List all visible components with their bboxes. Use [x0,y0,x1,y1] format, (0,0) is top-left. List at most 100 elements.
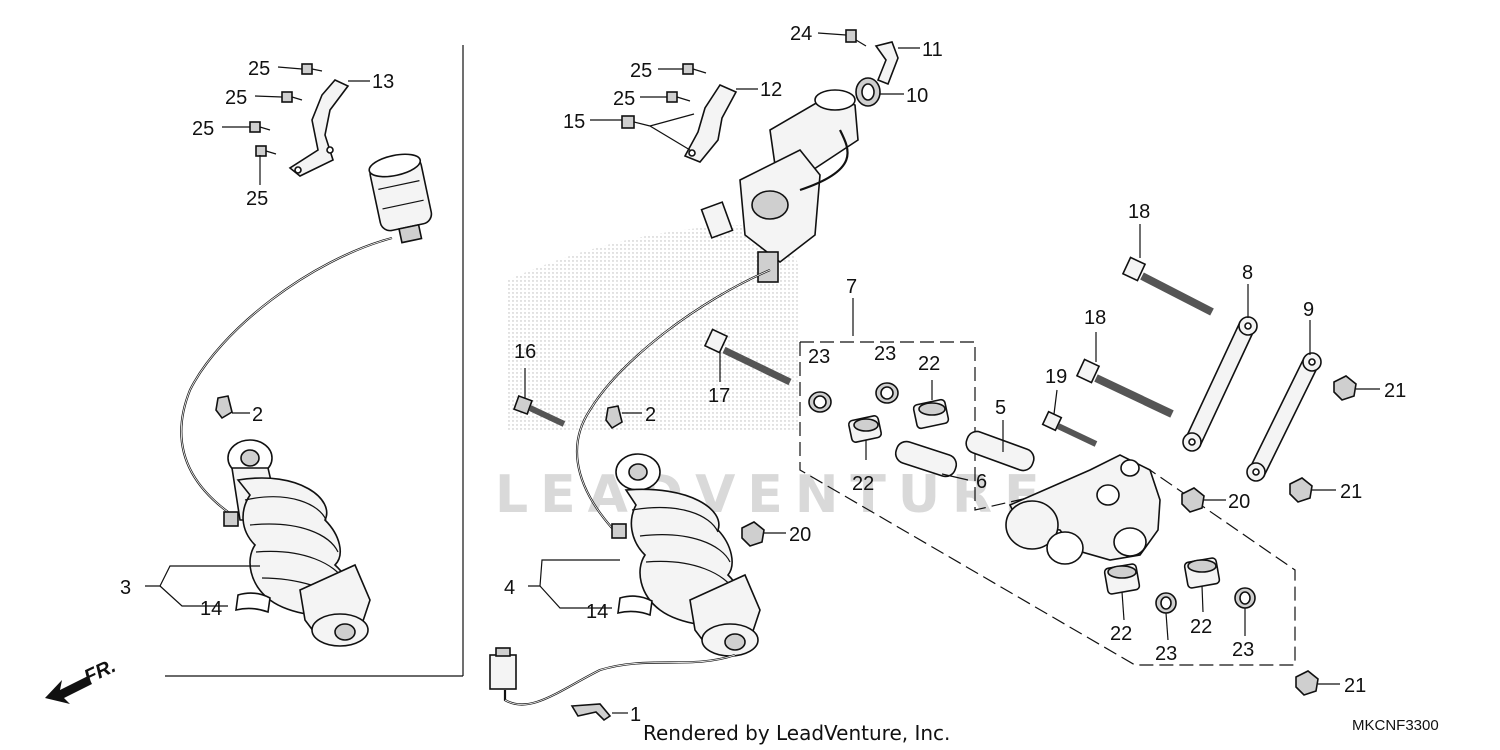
pipe-6 [894,440,958,478]
callout-11: 11 [922,39,943,61]
callout-21: 21 [1340,481,1362,503]
right-reservoir [700,89,859,283]
callout-13: 13 [372,71,394,93]
bolt-24 [845,29,867,47]
callout-25: 25 [630,60,652,82]
sensor-wire [503,653,736,706]
bearing-22 [847,415,883,443]
bolt-25 [301,63,323,75]
collar-23 [808,391,832,413]
nut-21 [1333,375,1357,401]
collar-23 [1155,592,1177,614]
bolt-17 [703,328,792,386]
callout-18: 18 [1128,201,1150,223]
callout-2: 2 [252,404,263,426]
callout-22: 22 [852,473,874,495]
callout-16: 16 [514,341,536,363]
label-sticker-14 [235,592,271,614]
leader-lines [145,32,1380,714]
connector [489,647,517,690]
pipe-5 [965,430,1035,472]
collar-23 [875,382,899,404]
callout-25: 25 [192,118,214,140]
ring-10 [855,77,881,107]
callout-2: 2 [645,404,656,426]
nut-21 [1295,670,1319,696]
callout-17: 17 [708,385,730,407]
nut-21 [1289,477,1313,503]
label-sticker-14 [617,595,653,617]
callout-24: 24 [790,23,812,45]
callout-23: 23 [1155,643,1177,665]
callout-21: 21 [1384,380,1406,402]
bracket-13 [288,79,350,177]
clip-2 [215,395,233,420]
callout-8: 8 [1242,262,1253,284]
callout-15: 15 [563,111,585,133]
bolt-18 [1121,256,1214,316]
nut-20 [741,521,765,547]
callout-14: 14 [586,601,608,623]
diagram-code: MKCNF3300 [1352,717,1439,734]
callout-6: 6 [976,471,987,493]
left-reservoir [368,153,433,244]
callout-25: 25 [613,88,635,110]
callout-22: 22 [1110,623,1132,645]
callout-9: 9 [1303,299,1314,321]
left-hose [180,236,393,513]
bearing-22 [1183,557,1221,589]
left-shock-body [223,439,371,647]
bolt-16 [513,395,566,427]
rod-9 [1246,352,1322,482]
collar-23 [1234,587,1256,609]
callout-23: 23 [1232,639,1254,661]
bracket-11 [874,41,899,86]
callout-4: 4 [504,577,515,599]
callout-23: 23 [874,343,896,365]
callout-25: 25 [248,58,270,80]
callout-23: 23 [808,346,830,368]
nut-20 [1181,487,1205,513]
clip-1 [570,703,612,722]
bolt-18 [1075,358,1174,418]
clip-2 [605,405,623,430]
left-shock-assembly [180,63,433,647]
bearing-22 [1103,563,1141,595]
bearing-22 [912,398,950,430]
bolt-25 [682,63,707,75]
callout-7: 7 [846,276,857,298]
callout-5: 5 [995,397,1006,419]
bolt-25 [281,91,303,103]
bolt-25 [249,121,271,133]
render-credit: Rendered by LeadVenture, Inc. [643,721,950,745]
callout-18: 18 [1084,307,1106,329]
callout-22: 22 [918,353,940,375]
logo-stipple [508,225,800,430]
callout-14: 14 [200,598,222,620]
bracket-12 [683,83,738,163]
callout-12: 12 [760,79,782,101]
callout-1: 1 [630,704,641,726]
shock-arm [1005,454,1161,565]
callout-20: 20 [789,524,811,546]
right-shock-body [611,453,761,657]
callout-25: 25 [246,188,268,210]
callout-3: 3 [120,577,131,599]
callout-20: 20 [1228,491,1250,513]
callout-25: 25 [225,87,247,109]
linkage-assembly [741,256,1357,696]
callout-19: 19 [1045,366,1067,388]
right-shock-assembly [489,29,899,722]
rod-8 [1182,316,1258,452]
bolt-25 [666,91,691,103]
bolt-15 [621,115,651,129]
front-direction-arrow: FR. [45,655,119,704]
watermark-text: LEADVENTURE [495,465,1052,525]
bolt-25 [255,145,277,157]
callouts: 25 13 25 25 25 2 3 14 4 14 2 1 25 12 25 … [120,23,1406,726]
bolt-19 [1041,410,1098,447]
callout-10: 10 [906,85,928,107]
callout-21: 21 [1344,675,1366,697]
callout-22: 22 [1190,616,1212,638]
